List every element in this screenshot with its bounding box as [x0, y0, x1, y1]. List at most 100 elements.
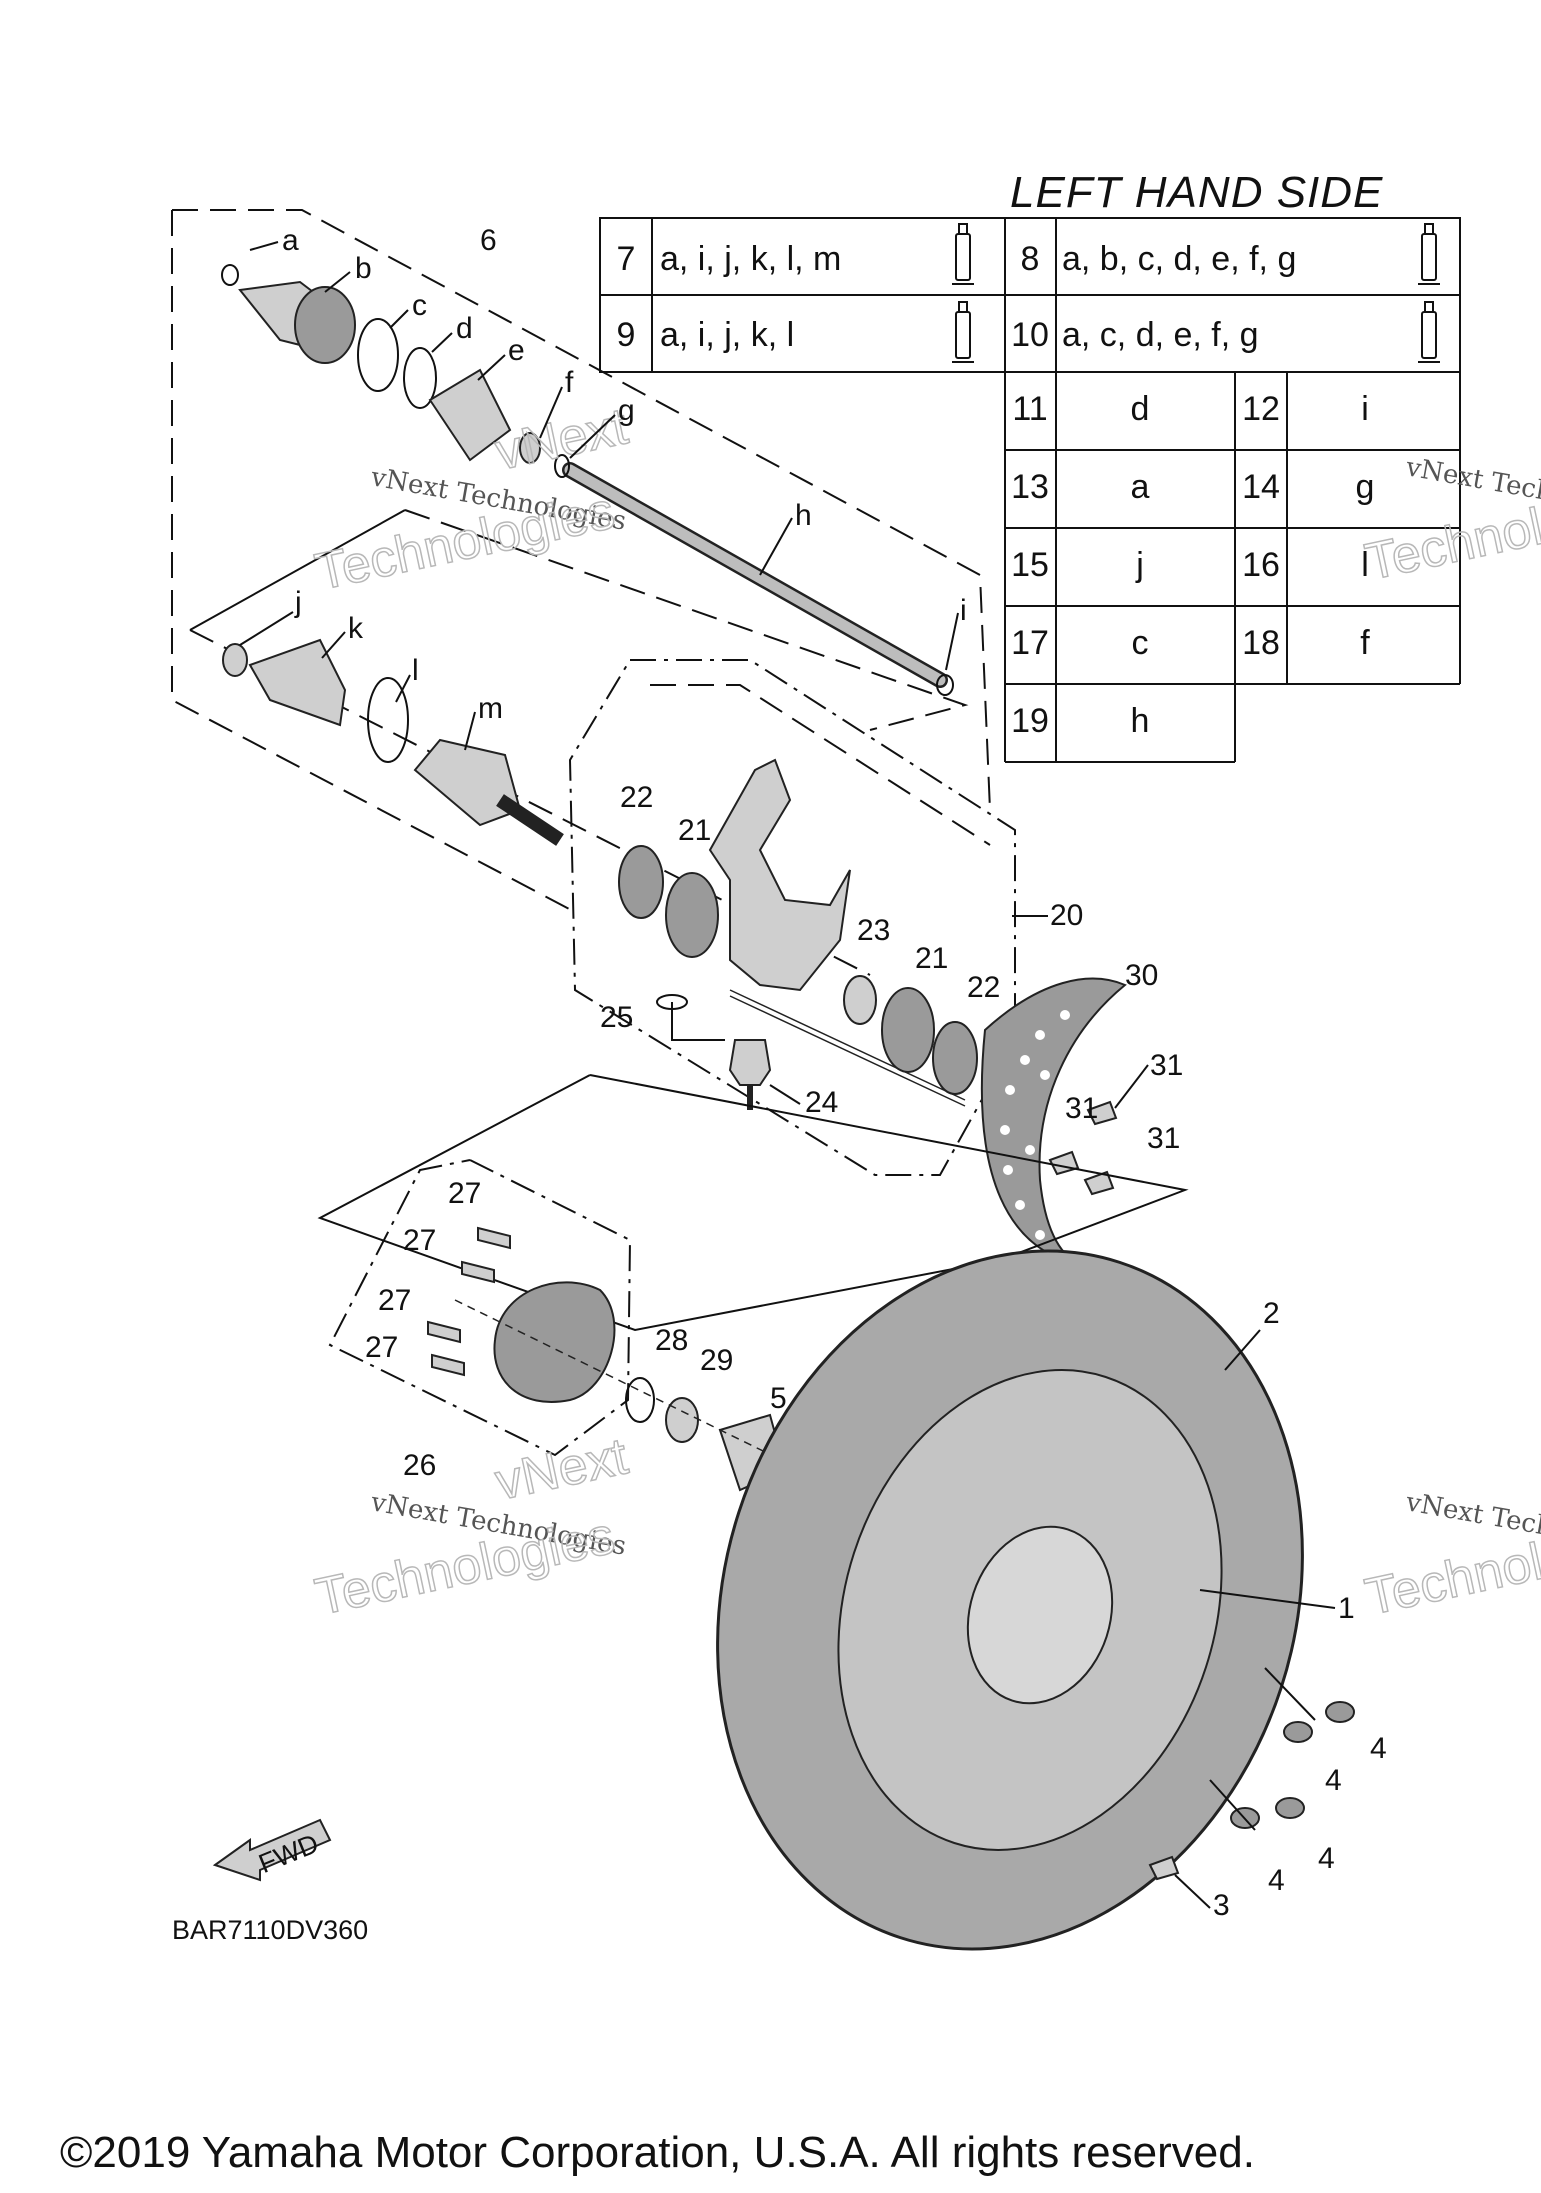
valve-3 [1148, 1855, 1180, 1881]
circlip-i [936, 674, 954, 696]
stud-27 [431, 1353, 465, 1377]
single-part-11: d [1131, 390, 1150, 428]
boot-k [248, 638, 347, 727]
copyright-notice: ©2019 Yamaha Motor Corporation, U.S.A. A… [60, 2128, 1255, 2177]
label-31: 31 [1150, 1049, 1183, 1082]
label-i: i [960, 594, 967, 627]
single-part-14: g [1356, 468, 1375, 506]
label-g: g [618, 394, 635, 427]
single-num-13: 13 [1011, 468, 1049, 506]
label-2: 2 [1263, 1297, 1280, 1330]
circlip-j [222, 643, 248, 677]
bearing-21b [881, 987, 935, 1073]
kit-num-10: 10 [1011, 316, 1049, 354]
label-24: 24 [805, 1086, 838, 1119]
boot-band-d [403, 347, 437, 409]
bearing-21 [665, 872, 719, 958]
bolt-31 [1086, 1100, 1118, 1126]
label-m: m [478, 692, 503, 725]
label-21: 21 [678, 814, 711, 847]
nut-29 [665, 1397, 699, 1443]
label-25: 25 [600, 1001, 633, 1034]
diagram-code: BAR7110DV360 [172, 1915, 369, 1945]
kit-parts-10: a, c, d, e, f, g [1062, 316, 1259, 354]
label-4b: 4 [1325, 1764, 1342, 1797]
label-l: l [412, 654, 419, 687]
stud-27 [427, 1320, 461, 1344]
circlip-g [554, 454, 570, 478]
single-part-17: c [1132, 624, 1149, 662]
bolt-31 [1083, 1170, 1115, 1196]
washer-28 [625, 1377, 655, 1423]
single-num-18: 18 [1242, 624, 1280, 662]
label-1: 1 [1338, 1592, 1355, 1625]
circlip-f [519, 432, 541, 464]
knuckle-assembly [568, 659, 1016, 1176]
label-a: a [282, 224, 299, 257]
label-23: 23 [857, 914, 890, 947]
label-21b: 21 [915, 942, 948, 975]
fwd-arrow-icon: FWD [212, 1818, 332, 1882]
oil-seal-22 [618, 845, 664, 919]
single-part-table: 11 d 12 i 13 a 14 g 15 j 16 l 17 c 18 f … [1004, 372, 1461, 763]
kit-num-7: 7 [617, 240, 636, 278]
single-part-19: h [1131, 702, 1150, 740]
label-27c: 27 [378, 1284, 411, 1317]
cv-joint-outer [238, 280, 356, 364]
grease-tube-icon [1418, 301, 1440, 363]
drive-shaft-assembly [171, 209, 991, 976]
label-5: 5 [770, 1382, 787, 1415]
kit-num-9: 9 [617, 316, 636, 354]
steering-knuckle [708, 758, 851, 992]
wheel-hub-26 [493, 1281, 616, 1403]
label-h: h [795, 499, 812, 532]
ball-joint-24 [728, 1039, 772, 1110]
label-6: 6 [480, 224, 497, 257]
label-31b: 31 [1065, 1092, 1098, 1125]
label-f: f [565, 366, 574, 399]
grease-tube-icon [952, 223, 974, 285]
label-26: 26 [403, 1449, 436, 1482]
label-4d: 4 [1268, 1864, 1285, 1897]
boot-band-c [357, 318, 399, 392]
diagram-title: LEFT HAND SIDE [1010, 168, 1384, 217]
label-28: 28 [655, 1324, 688, 1357]
single-num-11: 11 [1012, 390, 1047, 428]
single-part-13: a [1131, 468, 1150, 506]
label-27d: 27 [365, 1331, 398, 1364]
kit-parts-8: a, b, c, d, e, f, g [1062, 240, 1296, 278]
stud-27 [461, 1260, 495, 1284]
nut-4 [1325, 1701, 1355, 1723]
leader-lines [239, 241, 1336, 1909]
label-30: 30 [1125, 959, 1158, 992]
single-num-12: 12 [1242, 390, 1280, 428]
kit-num-8: 8 [1021, 240, 1040, 278]
label-e: e [508, 334, 525, 367]
nut-4 [1275, 1797, 1305, 1819]
kit-parts-7: a, i, j, k, l, m [660, 240, 841, 278]
kit-table: 7 a, i, j, k, l, m 8 a, b, c, d, e, f, g… [599, 217, 1461, 373]
label-29: 29 [700, 1344, 733, 1377]
circlip-23 [843, 975, 877, 1025]
label-c: c [412, 289, 427, 322]
single-num-16: 16 [1242, 546, 1280, 584]
brake-disc-30 [980, 977, 1127, 1266]
label-27b: 27 [403, 1224, 436, 1257]
label-31c: 31 [1147, 1122, 1180, 1155]
grease-tube-icon [1418, 223, 1440, 285]
callout-labels: a b c d e f g h i j k l m 6 22 21 20 23 … [282, 224, 1387, 1922]
wheel-tire-assembly [716, 1249, 1355, 1951]
label-j: j [294, 586, 302, 619]
nut-4 [1283, 1721, 1313, 1743]
label-d: d [456, 312, 473, 345]
label-27: 27 [448, 1177, 481, 1210]
single-num-14: 14 [1242, 468, 1280, 506]
single-num-15: 15 [1011, 546, 1049, 584]
boot-band-l [367, 677, 409, 763]
label-4c: 4 [1318, 1842, 1335, 1875]
bolt-31 [1048, 1150, 1080, 1176]
label-3: 3 [1213, 1889, 1230, 1922]
label-b: b [355, 252, 372, 285]
cv-joint-inner-m [413, 738, 564, 846]
